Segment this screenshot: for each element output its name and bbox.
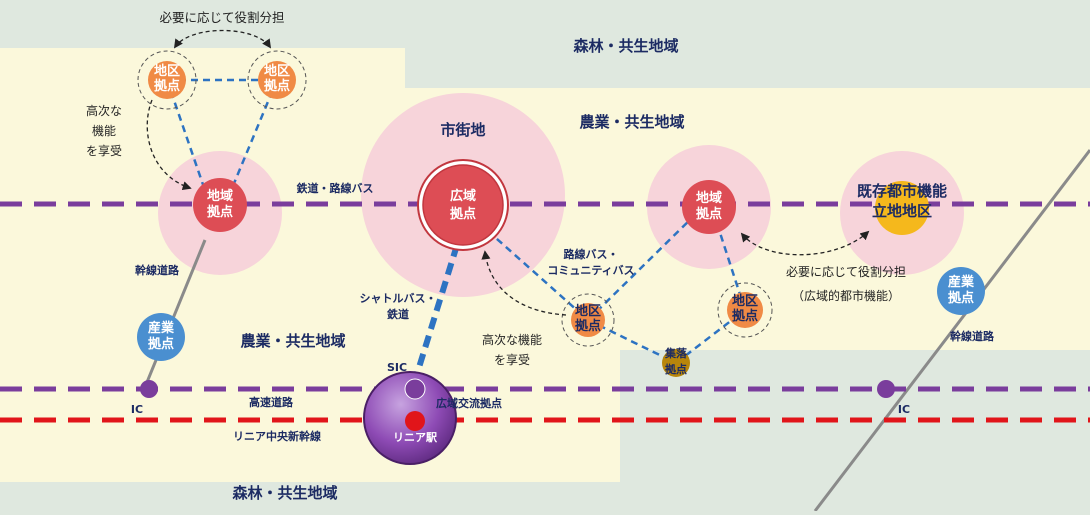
district-right-node	[727, 292, 763, 328]
industry-right-node	[937, 267, 985, 315]
district-right-ring	[717, 282, 773, 338]
rail-bus-label: 鉄道・路線バス	[297, 181, 374, 195]
regional-left-label-1: 地域	[207, 188, 233, 204]
community-bus-label-1: 路線バス・	[564, 247, 619, 261]
district-top-left-label-2: 拠点	[154, 78, 180, 94]
wide-area-node	[422, 164, 504, 246]
note-higher-left-3: を享受	[86, 143, 122, 158]
district-top-right-label-2: 拠点	[264, 78, 290, 94]
linear-label: リニア中央新幹線	[233, 429, 321, 443]
regional-left-node	[193, 178, 247, 232]
district-top-left-label-1: 地区	[154, 63, 180, 79]
linear-station-node	[405, 411, 425, 431]
zone-agri-top-label: 農業・共生地域	[579, 113, 684, 131]
district-right-label-1: 地区	[732, 293, 758, 309]
ic-left-node	[140, 380, 158, 398]
district-top-right-ring	[247, 50, 307, 110]
district-top-left-node	[148, 61, 186, 99]
urban-area-label: 市街地	[440, 121, 485, 139]
share-top-arrow	[173, 29, 272, 49]
regional-left-label-2: 拠点	[207, 204, 233, 220]
industry-right-label-1: 産業	[948, 274, 975, 290]
zone-forest-bottom-label: 森林・共生地域	[232, 484, 337, 502]
regional-right-node	[682, 180, 736, 234]
note-higher-mid-1: 高次な機能	[482, 332, 542, 347]
existing-urban-label-2: 立地地区	[872, 202, 932, 220]
zone-agri-mid-label: 農業・共生地域	[240, 332, 345, 350]
note-higher-mid-2: を享受	[494, 352, 530, 367]
trunk-road-left-label: 幹線道路	[135, 263, 180, 277]
trunk-road-right-line	[813, 149, 1090, 512]
district-top-left-ring	[137, 50, 197, 110]
district-right-label-2: 拠点	[732, 308, 758, 324]
district-mid-label-1: 地区	[575, 303, 601, 319]
trunk-road-right-label: 幹線道路	[950, 329, 995, 343]
note-higher-left-2: 機能	[92, 123, 116, 138]
shuttle-label-2: 鉄道	[387, 307, 409, 321]
village-label-1: 集落	[664, 346, 688, 360]
district-top-right-node	[258, 61, 296, 99]
regional-right-label-1: 地域	[696, 190, 722, 206]
higher-left-arrow	[146, 99, 192, 191]
shuttle-label-1: シャトルバス・	[360, 292, 437, 305]
wide-area-label-2: 拠点	[450, 206, 476, 222]
note-share-top: 必要に応じて役割分担	[159, 10, 284, 25]
regional-right-label-2: 拠点	[696, 206, 722, 222]
industry-left-node	[137, 313, 185, 361]
wide-exchange-label: 広域交流拠点	[436, 396, 502, 410]
expressway-label: 高速道路	[249, 395, 294, 409]
zone-forest-top-label: 森林・共生地域	[573, 37, 678, 55]
village-node	[662, 349, 690, 377]
higher-mid-arrow	[481, 250, 567, 316]
shuttle-link	[409, 244, 460, 391]
district-mid-label-2: 拠点	[575, 318, 601, 334]
district-mid-ring	[561, 293, 615, 347]
village-label-2: 拠点	[665, 362, 687, 376]
sic-label: SIC	[387, 361, 407, 374]
existing-urban-node	[875, 181, 929, 235]
industry-left-label-1: 産業	[148, 320, 175, 336]
district-top-right-label-1: 地区	[264, 63, 290, 79]
ic-right-node	[877, 380, 895, 398]
community-bus-label-2: コミュニティバス	[547, 264, 634, 277]
industry-left-label-2: 拠点	[148, 336, 174, 352]
ic-right-label: IC	[898, 403, 910, 416]
share-right-arrow	[740, 230, 870, 256]
district-mid-node	[571, 303, 605, 337]
sic-node	[404, 378, 426, 400]
wide-area-label-1: 広域	[450, 188, 476, 204]
note-share-right-2: （広域的都市機能）	[792, 288, 900, 303]
note-share-right-1: 必要に応じて役割分担	[786, 264, 906, 279]
trunk-road-left-line	[141, 239, 207, 393]
note-higher-left-1: 高次な	[86, 103, 122, 118]
ic-left-label: IC	[131, 403, 143, 416]
linear-station-label: リニア駅	[393, 431, 437, 444]
existing-urban-label-1: 既存都市機能	[857, 182, 947, 200]
industry-right-label-2: 拠点	[948, 290, 974, 306]
agriculture-zone	[0, 48, 1090, 482]
